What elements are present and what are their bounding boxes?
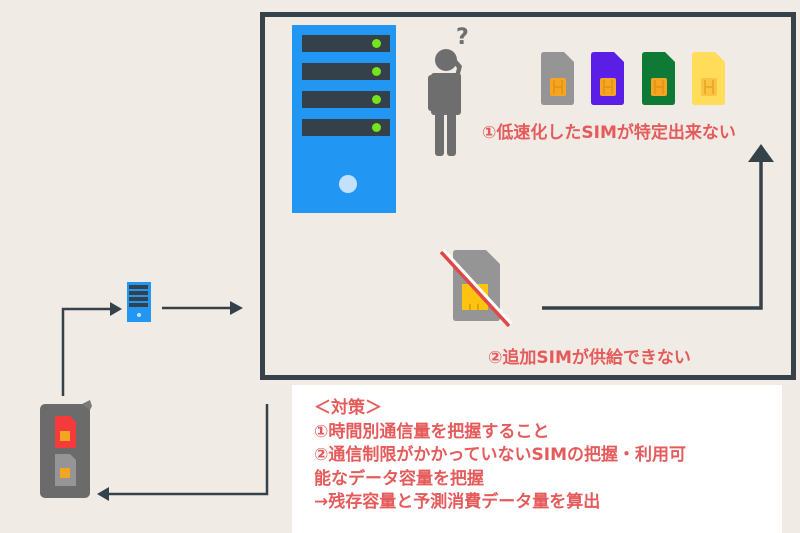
system-frame bbox=[260, 12, 796, 380]
arrow-system-to-mobile bbox=[97, 404, 269, 501]
server-led bbox=[372, 123, 381, 132]
sim-card-red bbox=[55, 416, 76, 448]
sim-card-crossed-icon bbox=[439, 248, 513, 328]
server-slot bbox=[302, 119, 390, 136]
countermeasure-line: 能なデータ容量を把握 bbox=[314, 468, 484, 489]
arrow-mobile-to-server bbox=[61, 302, 122, 396]
svg-text:?: ? bbox=[456, 25, 469, 50]
countermeasures-panel: ＜対策＞ ①時間別通信量を把握すること ②通信制限がかかっていないSIMの把握・… bbox=[292, 385, 782, 533]
server-slot bbox=[302, 91, 390, 108]
arrow-up-connector bbox=[542, 144, 774, 310]
sim-card-gray bbox=[55, 454, 76, 486]
problem-1-caption: ①低速化したSIMが特定出来ない bbox=[482, 123, 736, 143]
server-led bbox=[372, 67, 381, 76]
sim-cards-group bbox=[541, 52, 725, 105]
mobile-router-icon bbox=[40, 400, 92, 498]
arrow-server-to-system bbox=[162, 301, 243, 315]
server-slot bbox=[302, 63, 390, 80]
power-button-icon bbox=[339, 175, 357, 193]
problem-2-caption: ②追加SIMが供給できない bbox=[488, 348, 691, 368]
sim-card-icon bbox=[541, 52, 574, 105]
server-slot bbox=[302, 35, 390, 52]
countermeasure-line: →残存容量と予測消費データ量を算出 bbox=[314, 492, 601, 512]
countermeasure-line: ①時間別通信量を把握すること bbox=[314, 421, 550, 442]
server-led bbox=[372, 39, 381, 48]
sim-card-icon bbox=[692, 52, 725, 105]
countermeasures-heading: ＜対策＞ bbox=[314, 398, 382, 418]
server-tower-icon bbox=[292, 25, 396, 213]
countermeasure-line: ②通信制限がかかっていないSIMの把握・利用可 bbox=[314, 445, 687, 465]
confused-person-icon: ? bbox=[428, 25, 469, 156]
sim-card-icon bbox=[591, 52, 624, 105]
server-led bbox=[372, 95, 381, 104]
server-small-icon bbox=[127, 282, 151, 322]
sim-card-icon bbox=[642, 52, 675, 105]
